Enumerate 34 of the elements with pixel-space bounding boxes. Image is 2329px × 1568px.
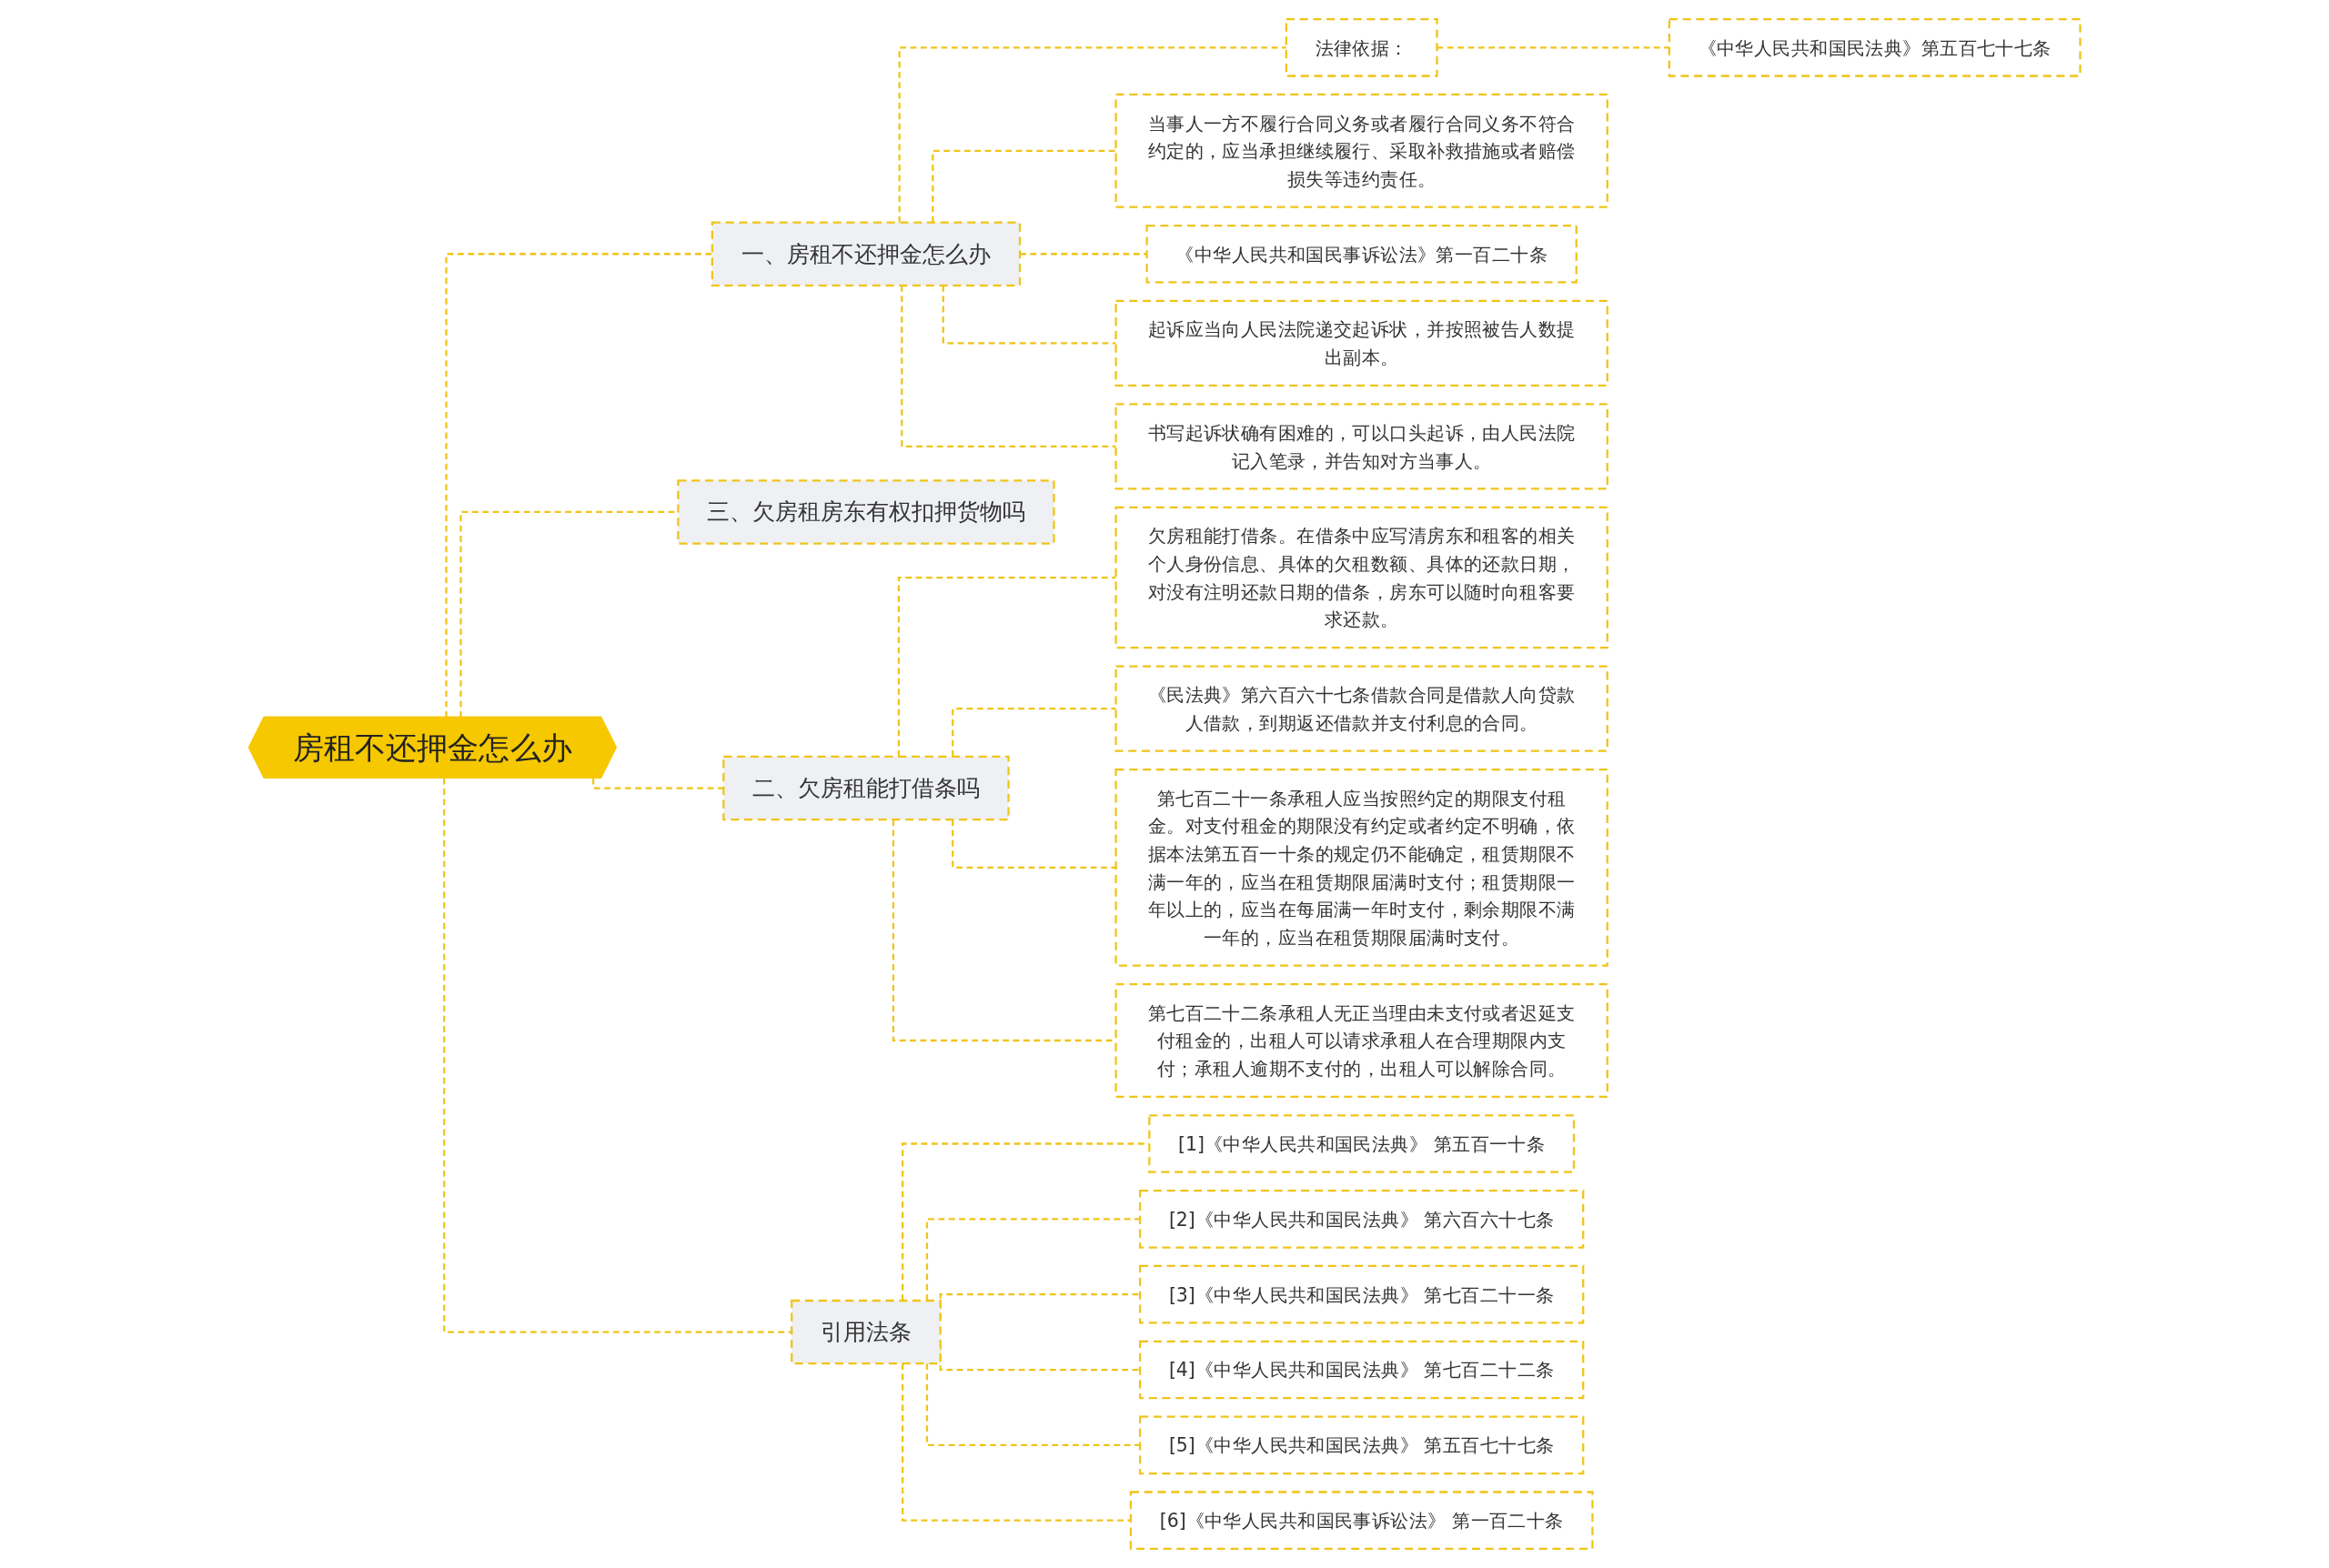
node-box: 一、房租不还押金怎么办 [711,221,1022,286]
connector [925,1363,1141,1446]
connector [942,285,1116,345]
connector [592,778,724,789]
connector [897,576,1116,757]
node-box: 当事人一方不履行合同义务或者履行合同义务不符合约定的，应当承担继续履行、采取补救措施或者赔偿损失等违约责任。 [1114,93,1608,208]
connector [952,708,1116,757]
node-box: [6]《中华人民共和国民事诉讼法》 第一百二十条 [1129,1491,1594,1551]
node-box: 第七百二十一条承租人应当按照约定的期限支付租金。对支付租金的期限没有约定或者约定不明确，依据本法第五百一十条的规定仍不能确定，租赁期限不满一年的，应当在租赁期限届满时支付；租赁期限一年以上的，应当在每届满一年时支付，剩余期限不满一年的，应当在租赁期限届满时支付。 [1114,768,1608,967]
node-box: 书写起诉状确有困难的，可以口头起诉，由人民法院记入笔录，并告知对方当事人。 [1114,403,1608,490]
node-box: [4]《中华人民共和国民法典》 第七百二十二条 [1138,1340,1585,1400]
node-box: 第七百二十二条承租人无正当理由未支付或者迟延支付租金的，出租人可以请求承租人在合理期限内支付；承租人逾期不支付的，出租人可以解除合同。 [1114,983,1608,1098]
node-box: [2]《中华人民共和国民法典》 第六百六十七条 [1138,1190,1585,1249]
node-box: 《民法典》第六百六十七条借款合同是借款人向贷款人借款，到期返还借款并支付利息的合同。 [1114,665,1608,752]
node-box: 欠房租能打借条。在借条中应写清房东和租客的相关个人身份信息、具体的欠租数额、具体的还款日期，对没有注明还款日期的借条，房东可以随时向租客要求还款。 [1114,506,1608,649]
node-box: 法律依据： [1285,17,1438,77]
node-box: [5]《中华人民共和国民法典》 第五百七十七条 [1138,1415,1585,1475]
node-box: 二、欠房租能打借条吗 [722,755,1010,821]
connector [902,1363,1131,1522]
node-box: 起诉应当向人民法院递交起诉状，并按照被告人数提出副本。 [1114,299,1608,387]
connector [952,819,1116,869]
connector [925,1218,1141,1301]
node-box: [1]《中华人民共和国民法典》 第五百一十条 [1148,1114,1576,1173]
node-box: [3]《中华人民共和国民法典》 第七百二十一条 [1138,1264,1585,1324]
node-box: 三、欠房租房东有权扣押货物吗 [677,479,1055,545]
node-box: 《中华人民共和国民法典》第五百七十七条 [1668,17,2082,77]
connector [443,778,792,1333]
connector [445,253,712,718]
connector [901,285,1116,448]
node-box: 引用法条 [791,1299,942,1365]
connector [892,819,1116,1042]
node-box: 《中华人民共和国民事诉讼法》第一百二十条 [1145,224,1578,284]
connector [932,149,1116,223]
connector [898,46,1286,223]
